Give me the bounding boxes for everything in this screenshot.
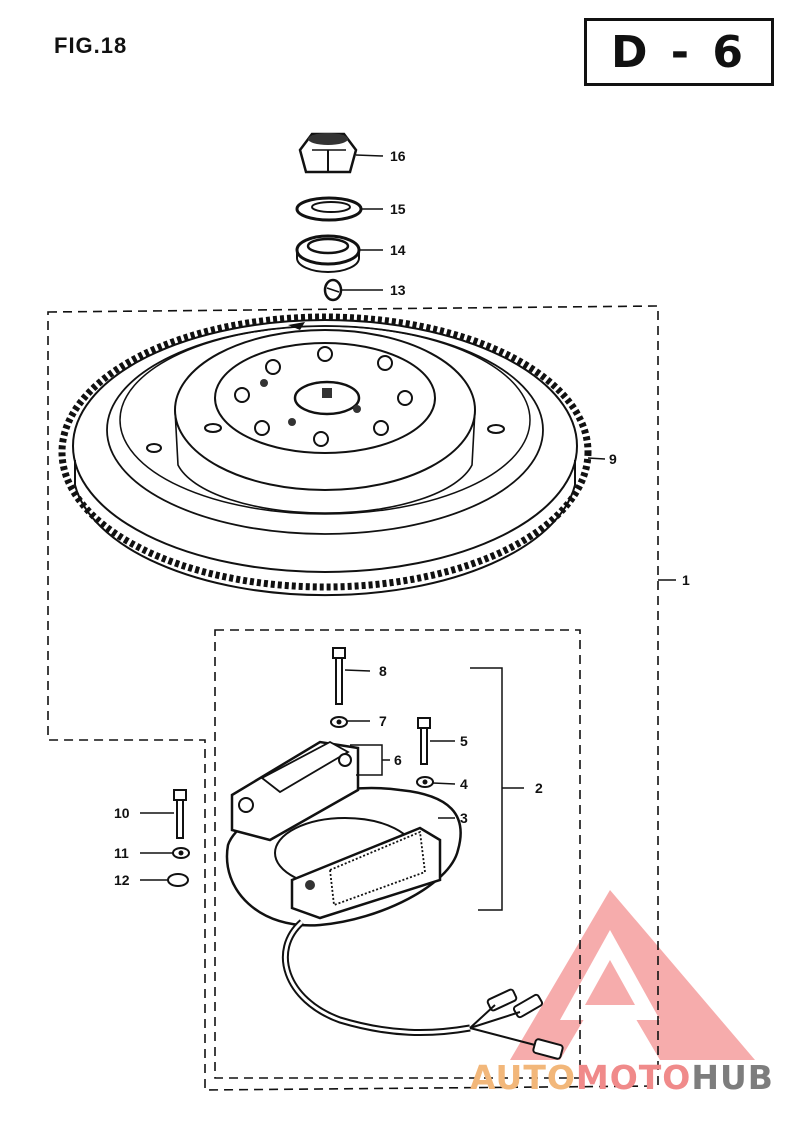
watermark-text: AUTOMOTOHUB: [470, 1058, 774, 1097]
part-label: 10: [114, 805, 130, 821]
part-label: 13: [390, 282, 406, 298]
washer-part-11: [172, 847, 190, 859]
part-label: 4: [460, 776, 468, 792]
figure-title: FIG.18: [54, 33, 128, 58]
part-label: 12: [114, 872, 130, 888]
nut-part-16: [298, 132, 358, 174]
part-label: 3: [460, 810, 468, 826]
screw-part-10: [173, 789, 187, 839]
group-box-stator: [214, 629, 581, 1079]
part-label: 16: [390, 148, 406, 164]
part-label: 5: [460, 733, 468, 749]
page-code: D - 6: [610, 27, 748, 78]
watermark-part: MOTO: [575, 1058, 692, 1097]
part-label: 1: [682, 572, 690, 588]
washer-part-12: [167, 873, 189, 887]
key-part-13: [323, 278, 343, 302]
part-label: 11: [114, 845, 129, 861]
part-label: 15: [390, 201, 406, 217]
screw-part-5: [417, 717, 431, 765]
part-label: 9: [609, 451, 617, 467]
washer-part-4: [416, 776, 434, 788]
leader-lines: [140, 154, 676, 911]
part-label: 8: [379, 663, 387, 679]
flywheel-part-9: [58, 313, 592, 597]
watermark-part: HUB: [691, 1058, 774, 1097]
page-code-box: D - 6: [584, 18, 774, 86]
lock-washer-part-15: [295, 196, 363, 222]
washer-part-14: [295, 234, 361, 273]
watermark-logo: [510, 890, 755, 1060]
watermark-part: AUTO: [470, 1058, 576, 1097]
part-label: 6: [394, 752, 402, 768]
screw-part-8: [332, 647, 346, 705]
part-label: 14: [390, 242, 406, 258]
part-label: 7: [379, 713, 387, 729]
part-label: 2: [535, 780, 543, 796]
washer-part-7: [330, 716, 348, 728]
stator-assembly: [225, 740, 564, 1060]
